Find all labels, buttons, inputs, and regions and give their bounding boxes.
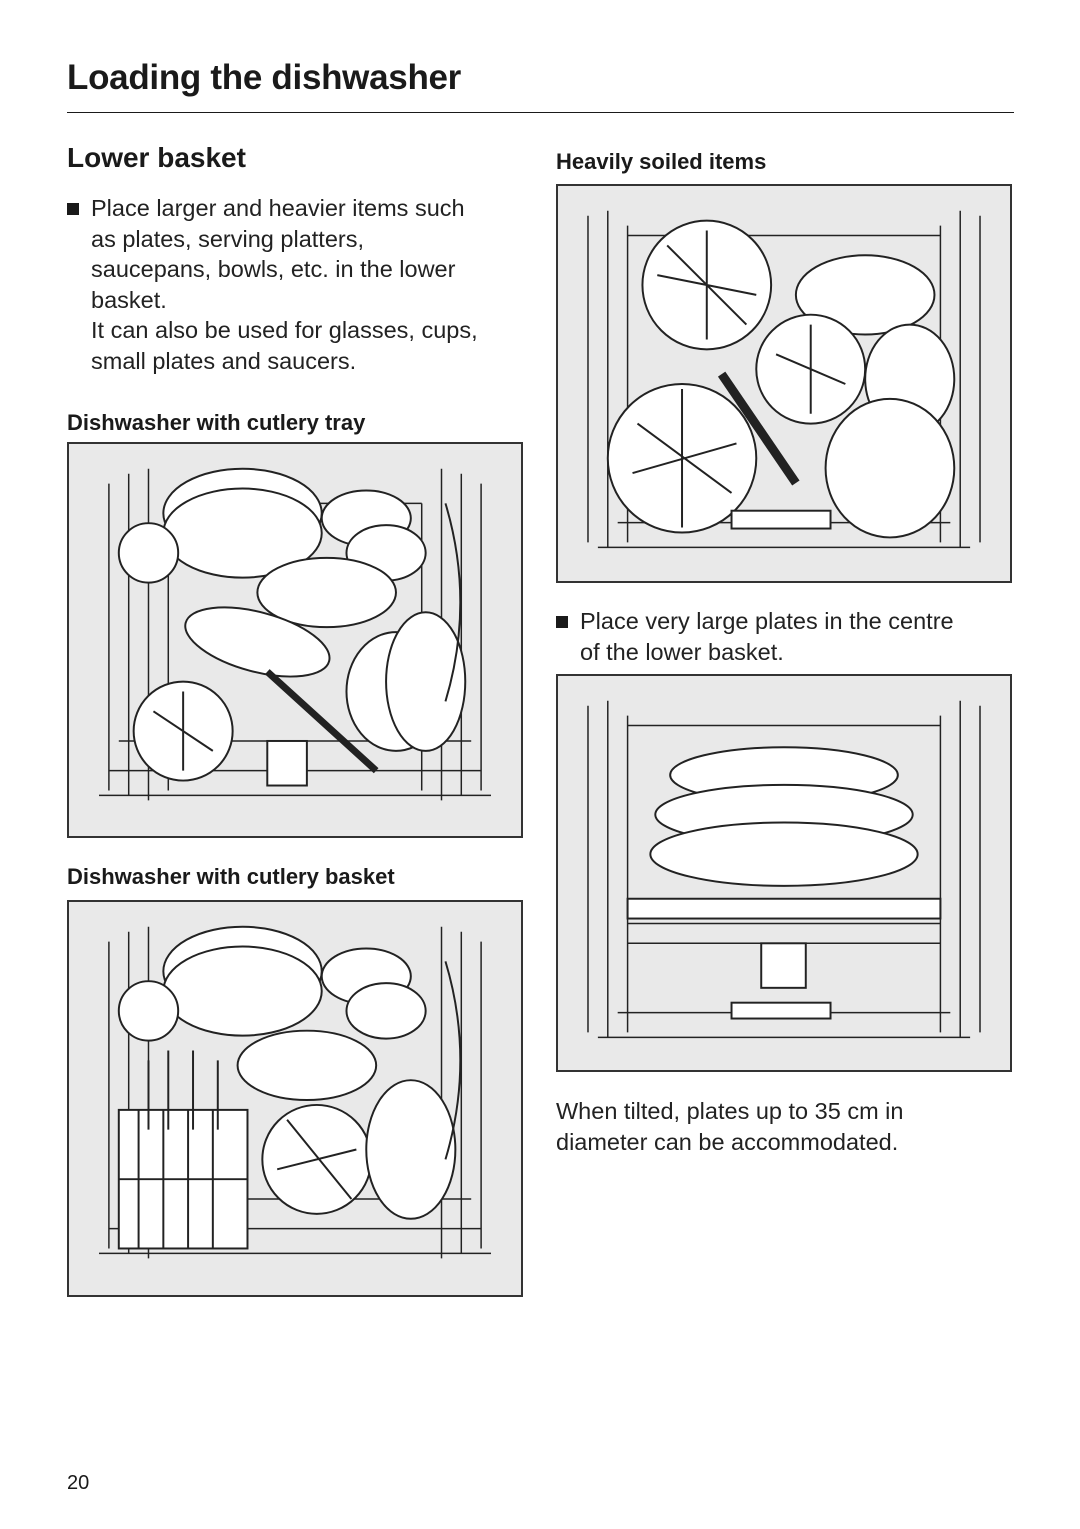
note-line: When tilted, plates up to 35 cm in — [556, 1098, 904, 1124]
bullet-item: Place very large plates in the centre of… — [556, 606, 1026, 667]
intro-line: It can also be used for glasses, cups, — [91, 317, 478, 343]
large-plates-tip: Place very large plates in the centre of… — [556, 606, 1026, 667]
figure-cutlery-basket — [67, 900, 523, 1297]
dishwasher-cutlery-tray-icon — [99, 467, 491, 801]
page-number: 20 — [67, 1472, 90, 1494]
intro-line: Place larger and heavier items such — [91, 195, 465, 221]
lower-basket-intro: Place larger and heavier items such as p… — [67, 193, 537, 376]
figure-heavily-soiled — [556, 184, 1012, 583]
note-line: diameter can be accommodated. — [556, 1128, 899, 1155]
tip-line: of the lower basket. — [580, 638, 784, 665]
figure-cutlery-tray — [67, 442, 523, 838]
subheading-heavily-soiled: Heavily soiled items — [556, 149, 767, 174]
intro-line: as plates, serving platters, — [91, 225, 364, 252]
section-heading-lower-basket: Lower basket — [67, 142, 246, 173]
subheading-cutlery-tray: Dishwasher with cutlery tray — [67, 410, 366, 435]
tilted-large-plates-icon — [587, 700, 981, 1039]
pots-and-pans-icon — [587, 210, 981, 549]
title-divider — [67, 112, 1014, 113]
dishwasher-cutlery-basket-icon — [98, 925, 492, 1259]
intro-line: saucepans, bowls, etc. in the lower — [91, 256, 456, 282]
tip-line: Place very large plates in the centre — [580, 608, 954, 634]
bullet-square-icon — [67, 203, 79, 215]
intro-line: basket. — [91, 286, 167, 313]
figure-large-plates — [556, 674, 1012, 1072]
subheading-cutlery-basket: Dishwasher with cutlery basket — [67, 864, 395, 889]
bullet-square-icon — [556, 616, 568, 628]
tilted-plates-note: When tilted, plates up to 35 cm in diame… — [556, 1096, 1026, 1157]
page-title: Loading the dishwasher — [67, 58, 462, 97]
intro-line: small plates and saucers. — [91, 347, 357, 374]
bullet-item: Place larger and heavier items such as p… — [67, 193, 537, 376]
